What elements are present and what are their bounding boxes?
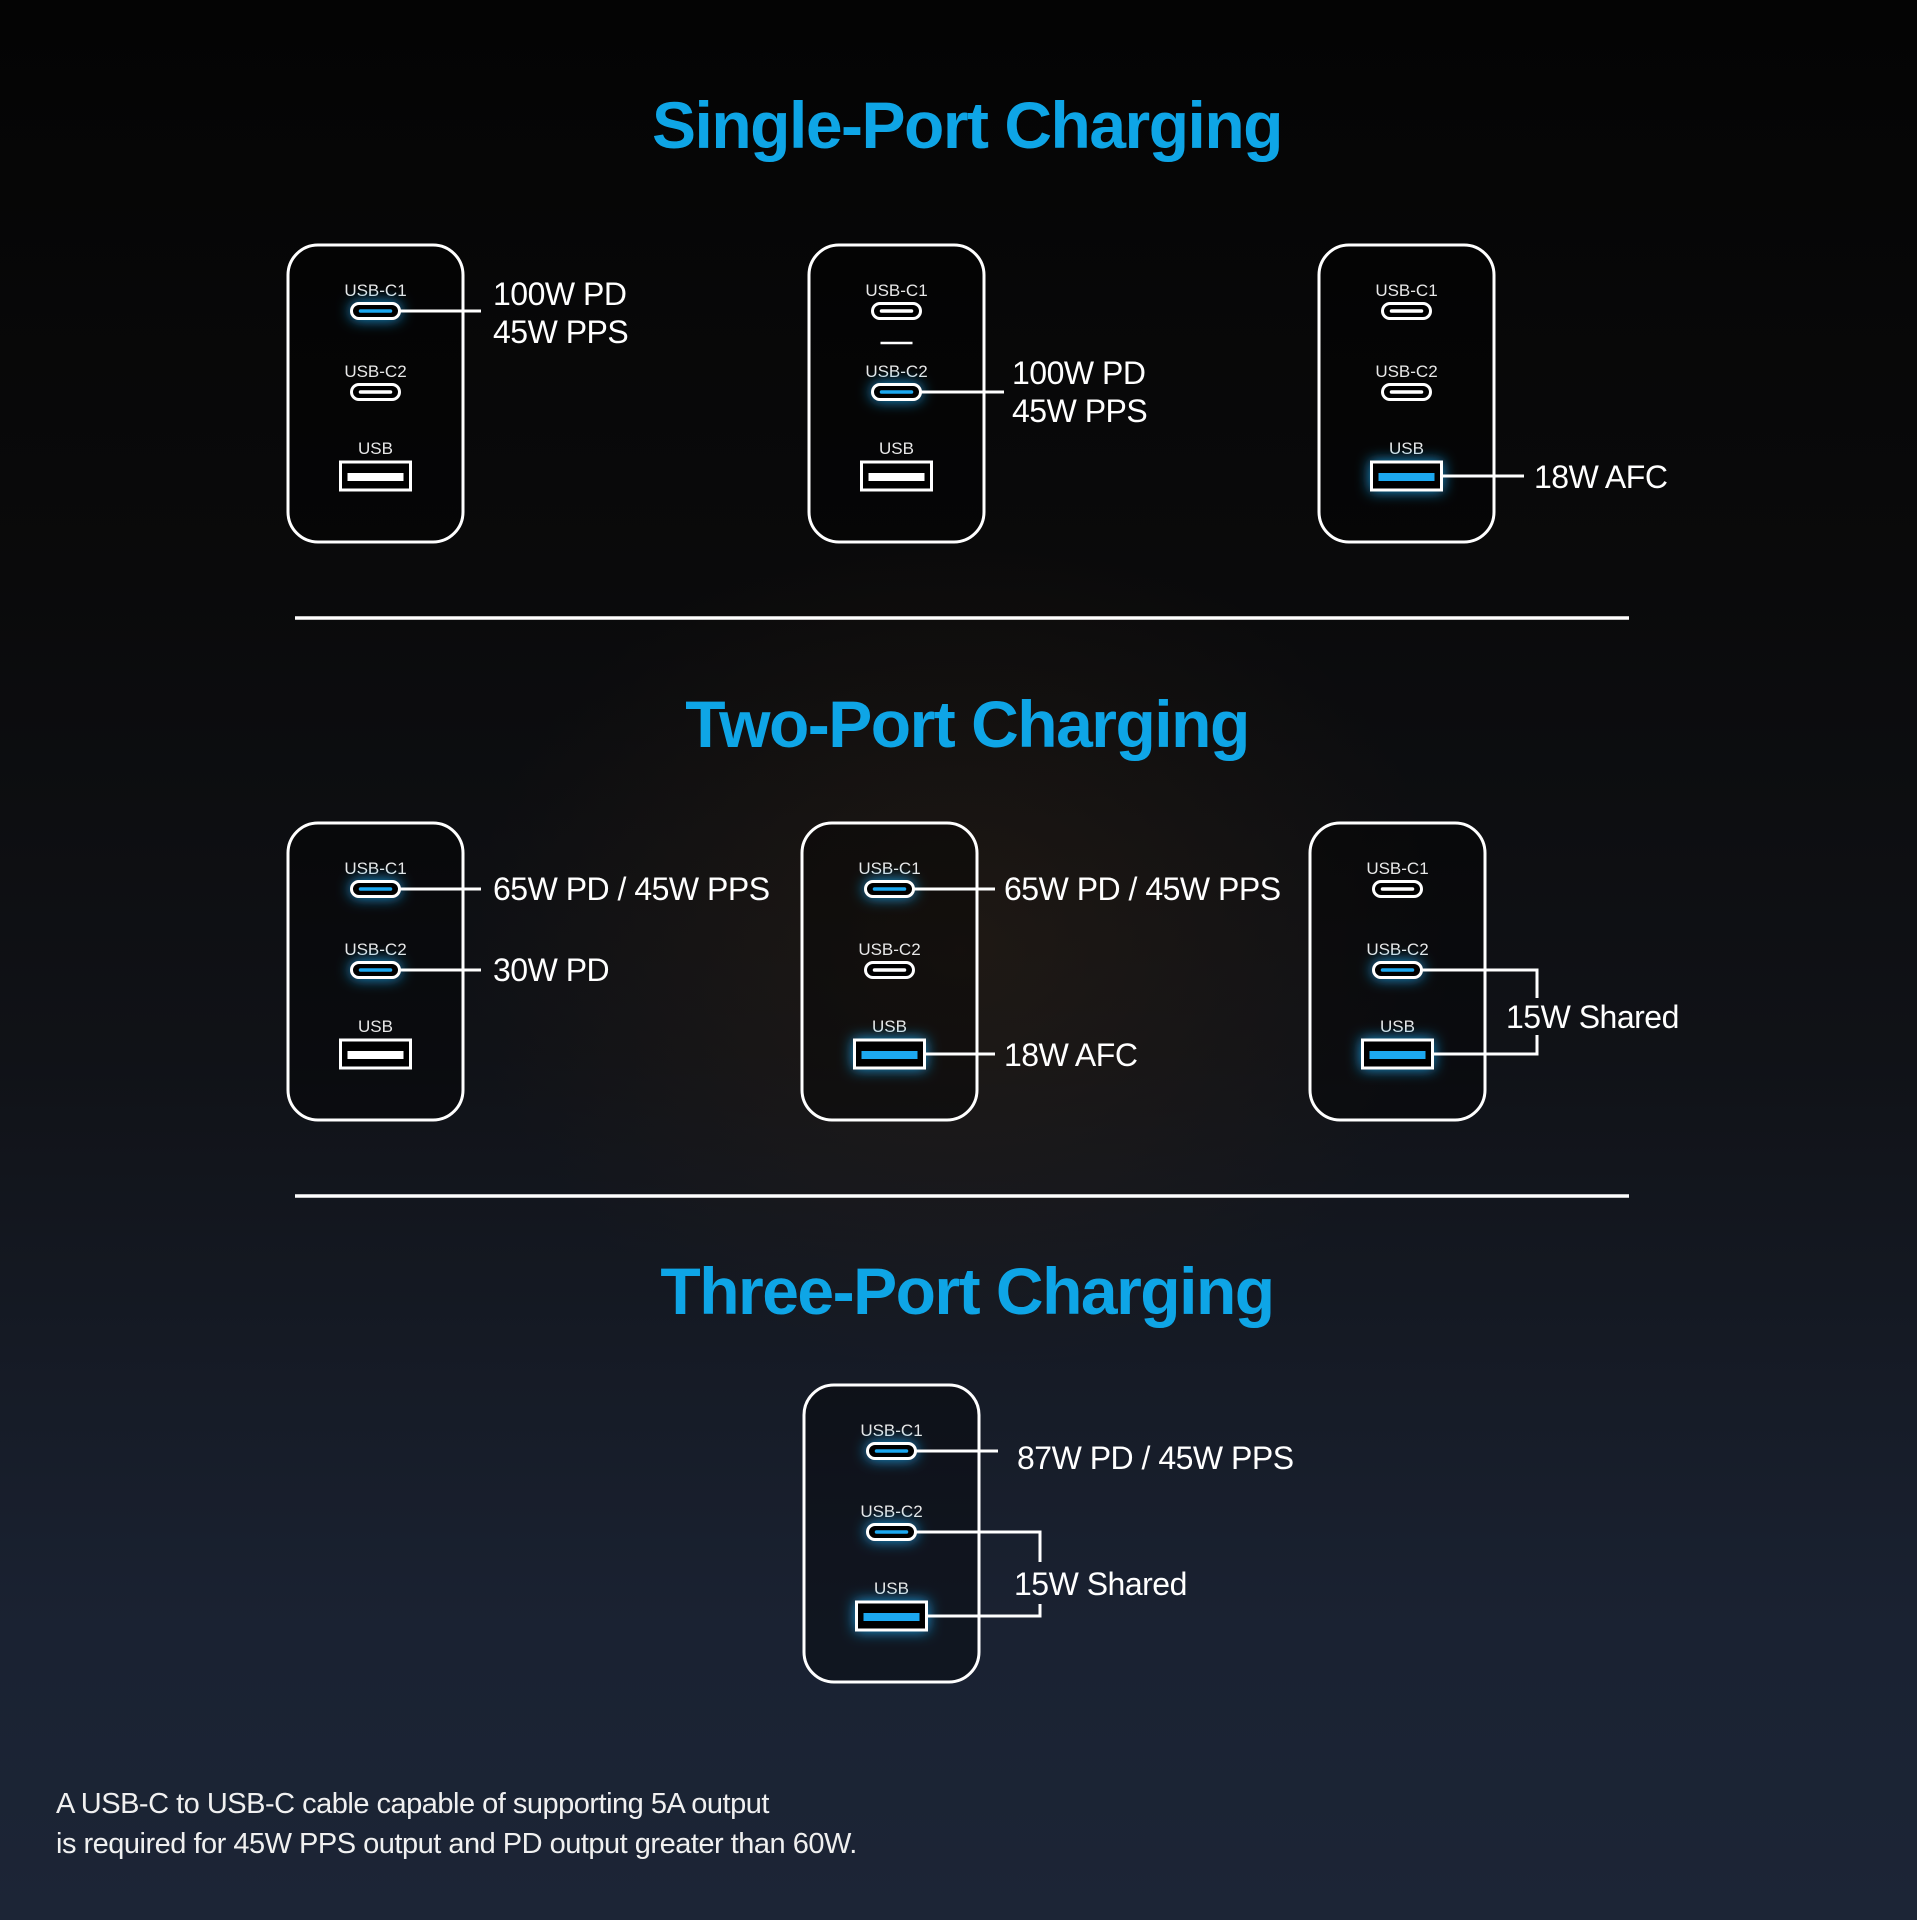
power-callout: 87W PD / 45W PPS [1017,1440,1294,1476]
port-label: USB [874,1579,909,1598]
power-callout: 30W PD [493,952,609,988]
port-label: USB-C1 [1366,859,1428,878]
footnote-line: is required for 45W PPS output and PD ou… [56,1828,857,1860]
power-callout: 65W PD / 45W PPS [493,871,770,907]
port-label: USB-C1 [860,1421,922,1440]
usb-c-port-icon [864,961,915,979]
power-callout: 15W Shared [1506,999,1679,1035]
usb-c-port-icon [1372,961,1423,979]
power-callout: 65W PD / 45W PPS [1004,871,1281,907]
usb-c-port-icon [350,880,401,898]
port-label: USB [879,439,914,458]
port-label: USB-C2 [860,1502,922,1521]
usb-a-port-icon [855,1600,928,1632]
usb-c-port-icon [350,383,401,401]
usb-a-port-icon [1361,1038,1434,1070]
usb-a-port-icon [860,460,933,492]
power-callout: 100W PD [1012,355,1145,391]
port-label: USB-C1 [344,281,406,300]
usb-c-port-icon [1381,302,1432,320]
port-label: USB [358,1017,393,1036]
callout-bracket [1421,968,1539,1056]
usb-c-port-icon [350,302,401,320]
power-callout: 15W Shared [1014,1566,1187,1602]
usb-a-port-icon [339,460,412,492]
port-label: USB-C2 [1375,362,1437,381]
usb-c-port-icon [864,880,915,898]
usb-a-port-icon [1370,460,1443,492]
port-label: USB-C2 [344,362,406,381]
port-label: USB [1380,1017,1415,1036]
power-callout: 18W AFC [1004,1037,1137,1073]
section-title-two-port: Two-Port Charging [685,687,1249,761]
footnote-line: A USB-C to USB-C cable capable of suppor… [56,1788,769,1820]
callout-bracket [915,1530,1042,1618]
usb-c-port-icon [1372,880,1423,898]
usb-c-port-icon [866,1442,917,1460]
power-callout: 18W AFC [1534,459,1667,495]
usb-c-port-icon [866,1523,917,1541]
usb-c-port-icon [871,302,922,320]
port-label: USB-C2 [865,362,927,381]
footnote: A USB-C to USB-C cable capable of suppor… [56,1784,857,1864]
power-callout: 45W PPS [493,314,628,350]
port-label: USB-C1 [858,859,920,878]
usb-c-port-icon [1381,383,1432,401]
port-label: USB-C1 [344,859,406,878]
section-title-single-port: Single-Port Charging [652,88,1282,162]
usb-c-port-icon [871,383,922,401]
usb-c-port-icon [350,961,401,979]
port-label: USB-C1 [1375,281,1437,300]
port-label: USB-C2 [858,940,920,959]
usb-a-port-icon [853,1038,926,1070]
usb-a-port-icon [339,1038,412,1070]
port-label: USB-C2 [344,940,406,959]
power-callout: 45W PPS [1012,393,1147,429]
port-label: USB-C1 [865,281,927,300]
section-title-three-port: Three-Port Charging [660,1254,1273,1328]
port-label: USB [358,439,393,458]
power-callout: 100W PD [493,276,626,312]
port-label: USB [1389,439,1424,458]
port-label: USB [872,1017,907,1036]
port-label: USB-C2 [1366,940,1428,959]
